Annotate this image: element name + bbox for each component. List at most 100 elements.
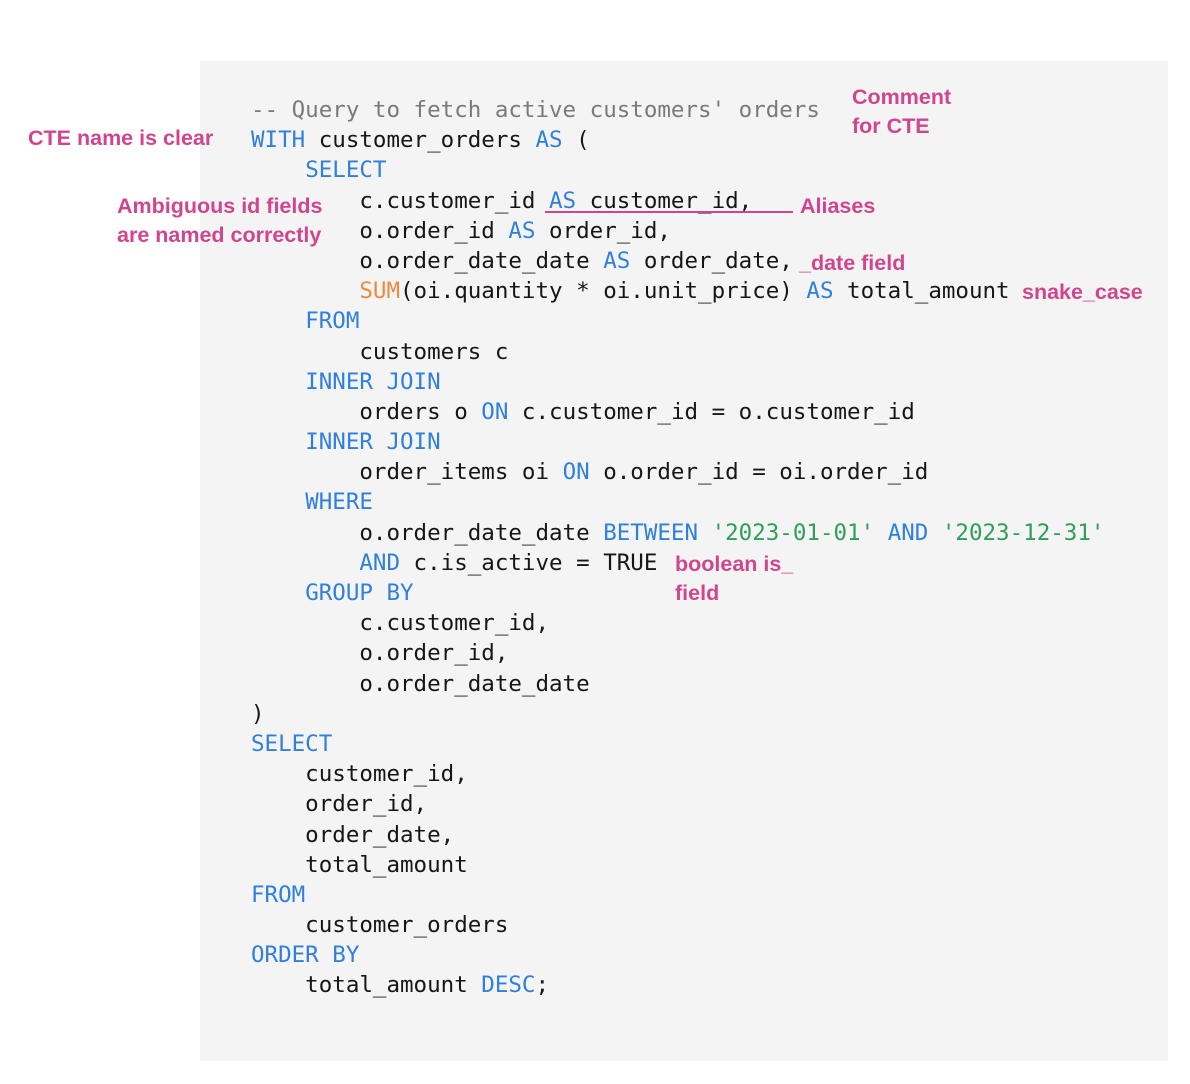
code-text: o.order_date_date xyxy=(251,670,590,697)
aliases-underline xyxy=(545,211,793,213)
code-text: total_amount xyxy=(251,972,482,999)
code-text: total_amount xyxy=(251,851,468,878)
code-line: FROM xyxy=(251,306,1104,336)
annotation-ambiguous-line2: are named correctly xyxy=(117,222,322,247)
code-comment: -- Query to fetch active customers' orde… xyxy=(251,97,820,123)
code-line: INNER JOIN xyxy=(251,427,1104,457)
code-text: c.customer_id xyxy=(251,187,550,214)
code-keyword: INNER JOIN xyxy=(305,368,441,395)
code-text xyxy=(251,157,305,183)
code-keyword: WITH xyxy=(251,127,306,154)
code-text: o.order_id = oi.order_id xyxy=(589,459,929,486)
code-line: ORDER BY xyxy=(251,940,1104,970)
code-text xyxy=(251,308,305,334)
code-text: customer_id, xyxy=(576,187,753,214)
code-line: ) xyxy=(251,699,1104,729)
annotation-snake-case: snake_case xyxy=(1022,280,1143,304)
code-keyword: AS xyxy=(806,278,834,305)
code-function: SUM xyxy=(359,278,401,305)
code-text: customer_orders xyxy=(305,127,536,154)
code-text: c.is_active = TRUE xyxy=(400,549,658,576)
code-text xyxy=(251,429,305,455)
code-text: ; xyxy=(535,972,550,999)
code-line: GROUP BY xyxy=(251,578,1104,608)
code-keyword: ORDER BY xyxy=(251,942,360,969)
annotation-ambiguous-id-fields: Ambiguous id fields are named correctly xyxy=(117,192,322,249)
code-text: c.customer_id = o.customer_id xyxy=(508,398,915,425)
code-keyword: SELECT xyxy=(305,157,387,184)
code-text xyxy=(698,520,712,546)
annotation-comment-for-cte-line1: Comment xyxy=(852,85,952,109)
code-keyword: AS xyxy=(549,187,577,214)
code-text: order_date, xyxy=(630,247,793,274)
code-keyword: AS xyxy=(535,127,563,154)
code-line: SELECT xyxy=(251,729,1104,759)
code-keyword: ON xyxy=(562,459,590,486)
code-text: o.order_date_date xyxy=(251,519,604,546)
code-string: '2023-12-31' xyxy=(941,519,1105,546)
annotation-boolean-line1: boolean is_ xyxy=(675,552,794,576)
code-line: FROM xyxy=(251,880,1104,910)
code-panel xyxy=(200,61,1168,1061)
code-text: customer_id, xyxy=(251,761,468,788)
code-keyword: FROM xyxy=(305,308,360,335)
code-text xyxy=(928,520,942,546)
code-line: order_items oi ON o.order_id = oi.order_… xyxy=(251,457,1104,487)
code-text: orders o xyxy=(251,398,482,425)
code-keyword: AND xyxy=(887,519,929,546)
code-keyword: GROUP BY xyxy=(305,580,414,606)
code-keyword: AS xyxy=(603,247,631,274)
code-line: o.order_date_date AS order_date, xyxy=(251,246,1104,276)
code-line: total_amount DESC; xyxy=(251,970,1104,1000)
code-keyword: ON xyxy=(481,398,509,425)
code-text: ) xyxy=(251,700,265,727)
code-keyword: SELECT xyxy=(251,730,333,757)
code-text: o.order_date_date xyxy=(251,247,604,274)
code-text: order_date, xyxy=(251,821,455,848)
code-text xyxy=(251,489,305,515)
code-text: total_amount xyxy=(833,278,1010,305)
code-line: customer_orders xyxy=(251,910,1104,940)
code-line: SELECT xyxy=(251,155,1104,185)
code-text: (oi.quantity * oi.unit_price) xyxy=(400,278,807,305)
code-line: c.customer_id AS customer_id, xyxy=(251,186,1104,216)
code-line: -- Query to fetch active customers' orde… xyxy=(251,95,1104,125)
code-keyword: AND xyxy=(359,549,401,576)
code-line: c.customer_id, xyxy=(251,608,1104,638)
code-line: o.order_date_date xyxy=(251,669,1104,699)
annotation-comment-for-cte-line2: for CTE xyxy=(852,113,930,138)
annotation-comment-for-cte: Comment for CTE xyxy=(852,83,951,140)
code-text: c.customer_id, xyxy=(251,610,550,637)
code-line: customers c xyxy=(251,337,1104,367)
code-string: '2023-01-01' xyxy=(711,519,875,546)
code-line: WHERE xyxy=(251,487,1104,517)
annotation-ambiguous-line1: Ambiguous id fields xyxy=(117,194,323,218)
code-text: ( xyxy=(562,127,590,154)
code-keyword: DESC xyxy=(481,972,536,999)
code-text: o.order_id xyxy=(251,217,509,244)
code-line: order_id, xyxy=(251,789,1104,819)
code-text xyxy=(251,580,305,606)
code-text: order_id, xyxy=(251,791,428,818)
code-line: total_amount xyxy=(251,850,1104,880)
code-text xyxy=(251,278,359,304)
code-text xyxy=(874,520,888,546)
code-keyword: INNER JOIN xyxy=(305,429,441,456)
code-line: order_date, xyxy=(251,820,1104,850)
annotation-cte-name: CTE name is clear xyxy=(28,126,214,150)
code-text xyxy=(251,550,359,576)
code-text: customer_orders xyxy=(251,912,509,939)
code-line: AND c.is_active = TRUE xyxy=(251,548,1104,578)
code-line: INNER JOIN xyxy=(251,367,1104,397)
code-line: customer_id, xyxy=(251,759,1104,789)
code-keyword: FROM xyxy=(251,881,306,908)
code-text: order_id, xyxy=(535,217,671,244)
code-text: customers c xyxy=(251,338,509,365)
annotation-aliases: Aliases xyxy=(800,194,876,218)
code-keyword: WHERE xyxy=(305,489,373,516)
code-line: orders o ON c.customer_id = o.customer_i… xyxy=(251,397,1104,427)
annotation-date-field: _date field xyxy=(799,251,906,275)
code-keyword: BETWEEN xyxy=(603,519,699,546)
code-line: o.order_date_date BETWEEN '2023-01-01' A… xyxy=(251,518,1104,548)
sql-code-block: -- Query to fetch active customers' orde… xyxy=(251,95,1104,1001)
